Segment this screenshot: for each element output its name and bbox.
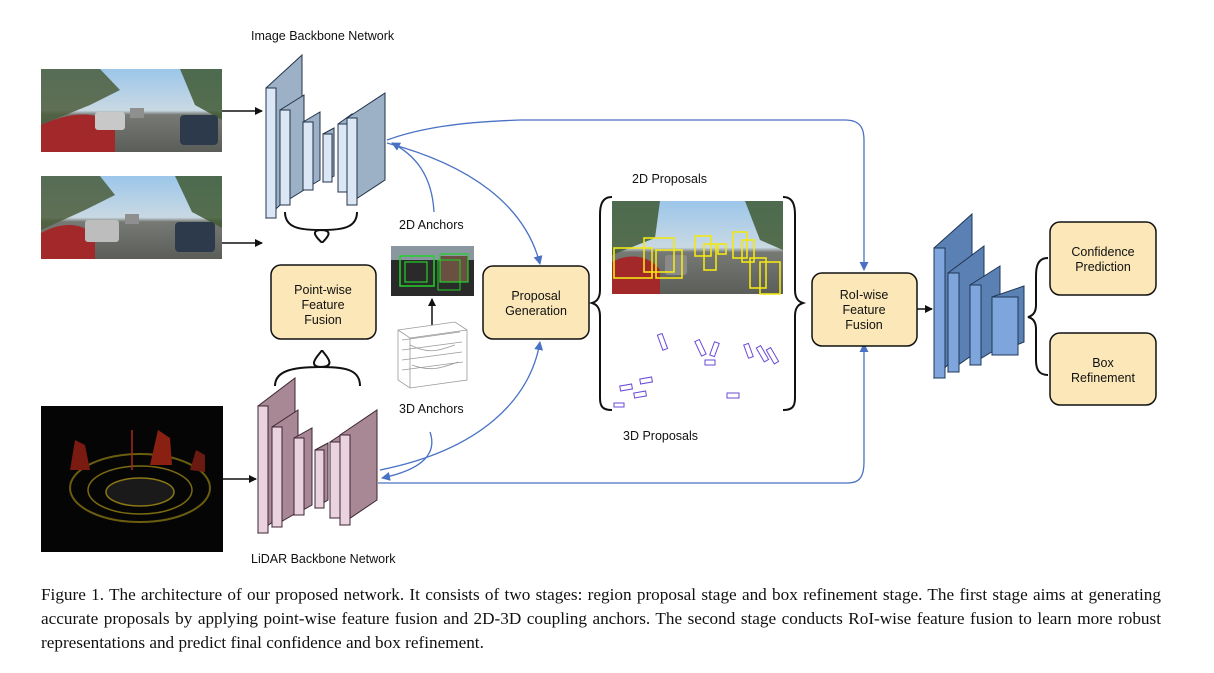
proposal-generation-box: Proposal Generation xyxy=(482,265,590,340)
roi-network xyxy=(933,212,1025,380)
proposals-2d-label: 2D Proposals xyxy=(632,172,707,186)
point-wise-line-2: Feature xyxy=(301,298,344,312)
proposals-right-brace xyxy=(782,196,807,411)
point-wise-line-3: Fusion xyxy=(304,313,342,327)
arrow-backbone-to-proposal xyxy=(386,142,543,265)
anchors-3d-image xyxy=(397,321,468,389)
brace-image-to-fusion xyxy=(284,211,358,244)
architecture-diagram: Image Backbone Network Point-wise Featur… xyxy=(41,29,1157,566)
proposals-left-brace xyxy=(588,196,613,411)
roi-wise-line-3: Fusion xyxy=(845,318,883,332)
brace-lidar-to-fusion xyxy=(274,349,361,387)
point-wise-line-1: Point-wise xyxy=(294,283,352,297)
blue-connector-arrows xyxy=(378,119,869,484)
confidence-line-1: Confidence xyxy=(1071,245,1134,259)
image-backbone-label: Image Backbone Network xyxy=(251,29,395,43)
arrow-image-backbone-to-roi xyxy=(386,119,869,271)
box-refinement-box: Box Refinement xyxy=(1049,332,1157,406)
roi-wise-fusion-box: RoI-wise Feature Fusion xyxy=(811,272,918,347)
arrow-3d-anchors-to-lidar-backbone xyxy=(381,431,433,481)
input-image-left xyxy=(41,69,222,152)
proposals-3d-label: 3D Proposals xyxy=(623,429,698,443)
box-refinement-line-2: Refinement xyxy=(1071,371,1135,385)
point-wise-fusion-box: Point-wise Feature Fusion xyxy=(270,264,377,340)
confidence-prediction-box: Confidence Prediction xyxy=(1049,221,1157,296)
proposal-generation-line-2: Generation xyxy=(505,304,567,318)
anchors-2d-label: 2D Anchors xyxy=(399,218,464,232)
box-refinement-line-1: Box xyxy=(1092,356,1114,370)
roi-wise-line-1: RoI-wise xyxy=(840,288,889,302)
arrow-lidar-backbone-to-proposal xyxy=(379,341,544,471)
arrow-lidar-backbone-to-roi xyxy=(378,343,869,484)
lidar-backbone-label: LiDAR Backbone Network xyxy=(251,552,396,566)
figure-caption: Figure 1. The architecture of our propos… xyxy=(41,585,1161,652)
confidence-line-2: Prediction xyxy=(1075,260,1131,274)
anchors-2d-image xyxy=(391,246,474,296)
lidar-backbone-network xyxy=(257,376,378,535)
input-image-right xyxy=(41,176,222,259)
lidar-input-image xyxy=(41,406,223,552)
arrow-2d-anchors-to-backbone xyxy=(391,142,435,213)
roi-wise-line-2: Feature xyxy=(842,303,885,317)
proposals-2d-image xyxy=(612,201,783,295)
proposal-generation-line-1: Proposal xyxy=(511,289,560,303)
proposals-3d-image xyxy=(613,332,780,408)
output-brace xyxy=(1027,257,1049,376)
anchors-3d-label: 3D Anchors xyxy=(399,402,464,416)
image-backbone-network xyxy=(265,53,386,220)
